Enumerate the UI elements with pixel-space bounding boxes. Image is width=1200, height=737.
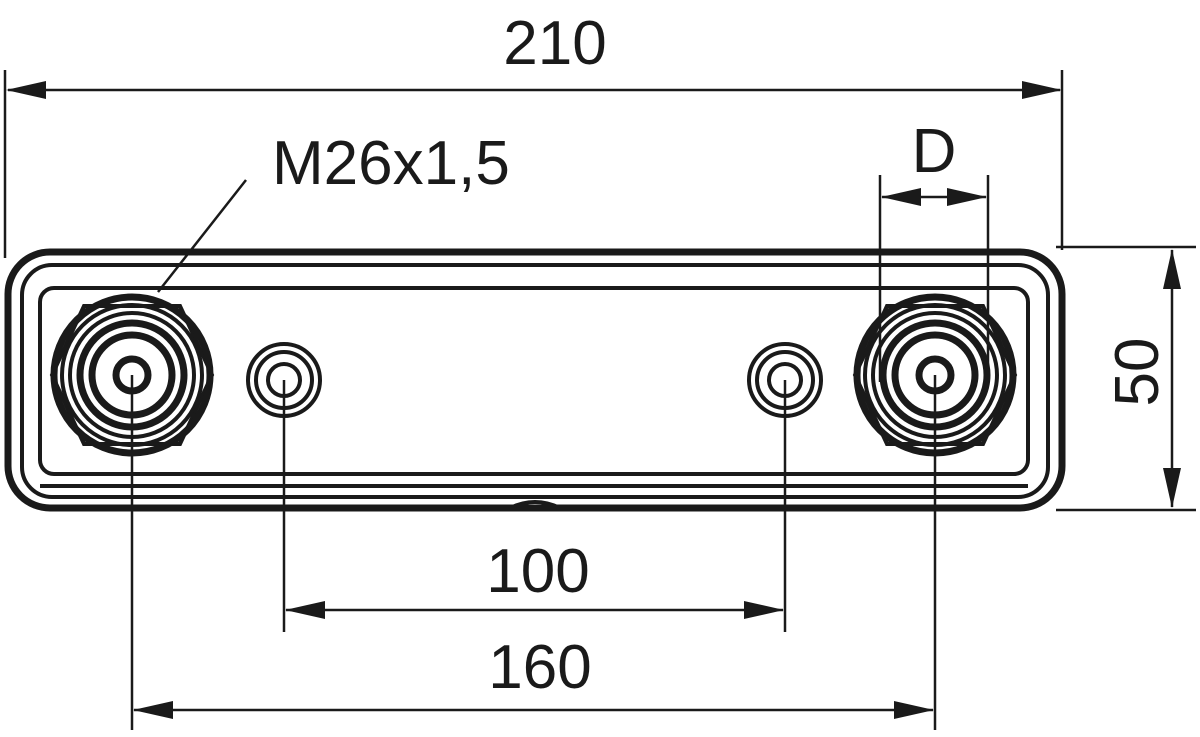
overall-length-label: 210 [503, 9, 606, 78]
height-label: 50 [1103, 338, 1172, 407]
arrow-left [6, 81, 46, 99]
dimension-overall-length: 210 [3, 9, 1064, 258]
arrow-inner-right [744, 601, 784, 619]
plate-body [4, 248, 1066, 512]
gland-diameter-label: D [912, 117, 957, 186]
dimension-gland-diameter: D [878, 117, 990, 382]
arrow-top [1163, 249, 1181, 289]
arrow-d-right [947, 188, 987, 206]
arrow-outer-right [894, 701, 934, 719]
plate-center-notch [509, 500, 561, 510]
thread-callout-label: M26x1,5 [272, 129, 510, 198]
thread-callout: M26x1,5 [157, 129, 510, 293]
arrow-d-left [881, 188, 921, 206]
dimension-outer-spacing: 160 [130, 375, 937, 730]
outer-spacing-label: 160 [488, 633, 591, 702]
arrow-inner-left [285, 601, 325, 619]
arrow-bottom [1163, 468, 1181, 508]
inner-spacing-label: 100 [486, 537, 589, 606]
arrow-right [1022, 81, 1062, 99]
dimension-inner-spacing: 100 [282, 380, 787, 632]
plate-inner-outline [20, 263, 1050, 499]
arrow-outer-left [133, 701, 173, 719]
plate-outline [4, 248, 1066, 512]
dimension-height: 50 [1056, 245, 1196, 512]
leader-line [157, 179, 247, 293]
plate-gasket-outline [38, 286, 1030, 476]
